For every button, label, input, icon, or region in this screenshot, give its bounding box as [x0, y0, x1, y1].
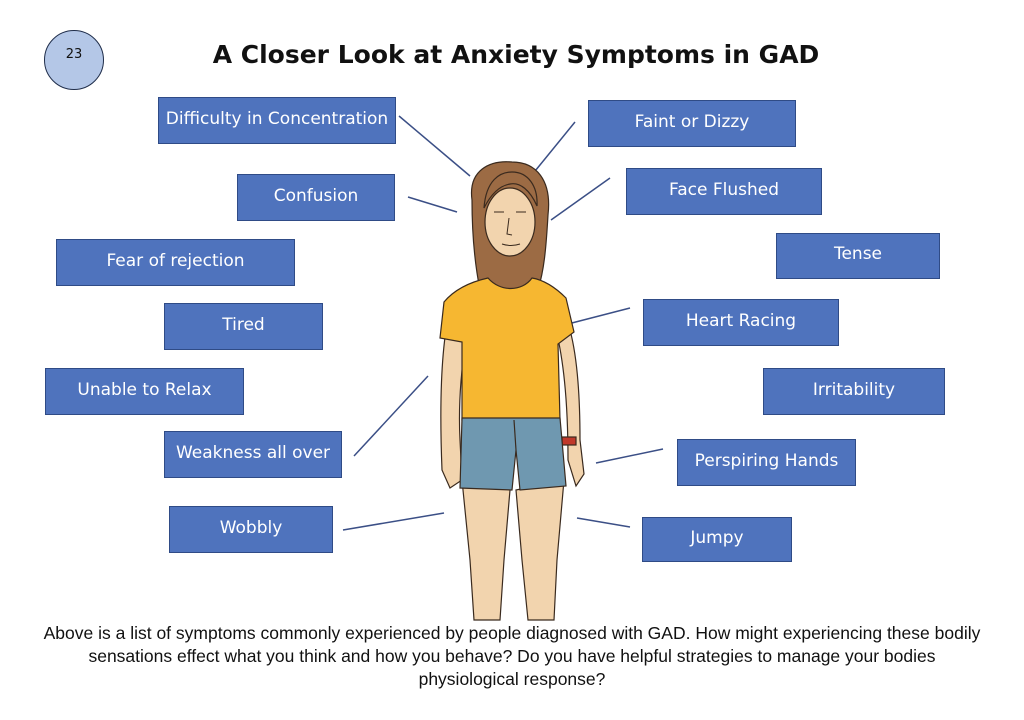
- shorts: [459, 417, 567, 491]
- symptom-difficulty-concentration: Difficulty in Concentration: [158, 97, 396, 144]
- face: [484, 187, 536, 257]
- symptom-face-flushed: Face Flushed: [626, 168, 822, 215]
- connector-concentration: [398, 115, 471, 177]
- facial-features: [494, 211, 526, 246]
- left-leg: [461, 479, 511, 621]
- symptom-tense: Tense: [776, 233, 940, 279]
- connector-weakness: [353, 375, 429, 457]
- symptom-unable-to-relax: Unable to Relax: [45, 368, 244, 415]
- symptom-weakness-all-over: Weakness all over: [164, 431, 342, 478]
- symptom-faint-or-dizzy: Faint or Dizzy: [588, 100, 796, 147]
- connector-wobbly: [342, 512, 445, 531]
- symptom-irritability: Irritability: [763, 368, 945, 415]
- page-title: A Closer Look at Anxiety Symptoms in GAD: [212, 40, 820, 69]
- shirt: [439, 277, 575, 421]
- symptom-fear-of-rejection: Fear of rejection: [56, 239, 295, 286]
- page-number: 23: [65, 47, 83, 62]
- symptom-confusion: Confusion: [237, 174, 395, 221]
- symptom-perspiring-hands: Perspiring Hands: [677, 439, 856, 486]
- right-arm: [555, 329, 585, 488]
- page-number-badge: 23: [44, 30, 104, 90]
- symptom-tired: Tired: [164, 303, 323, 350]
- connector-face: [550, 177, 611, 221]
- shorts-seam: [513, 419, 517, 451]
- connector-hands: [595, 448, 664, 464]
- connector-confusion: [407, 196, 458, 213]
- woman-figure: [439, 161, 585, 621]
- connector-lines: [342, 115, 664, 531]
- symptom-heart-racing: Heart Racing: [643, 299, 839, 346]
- caption-text: Above is a list of symptoms commonly exp…: [43, 623, 981, 689]
- wristband: [561, 436, 577, 446]
- symptom-wobbly: Wobbly: [169, 506, 333, 553]
- connector-faint: [530, 121, 576, 177]
- symptom-jumpy: Jumpy: [642, 517, 792, 562]
- connector-jumpy: [576, 517, 631, 528]
- bangs: [483, 171, 538, 209]
- right-leg: [515, 479, 565, 621]
